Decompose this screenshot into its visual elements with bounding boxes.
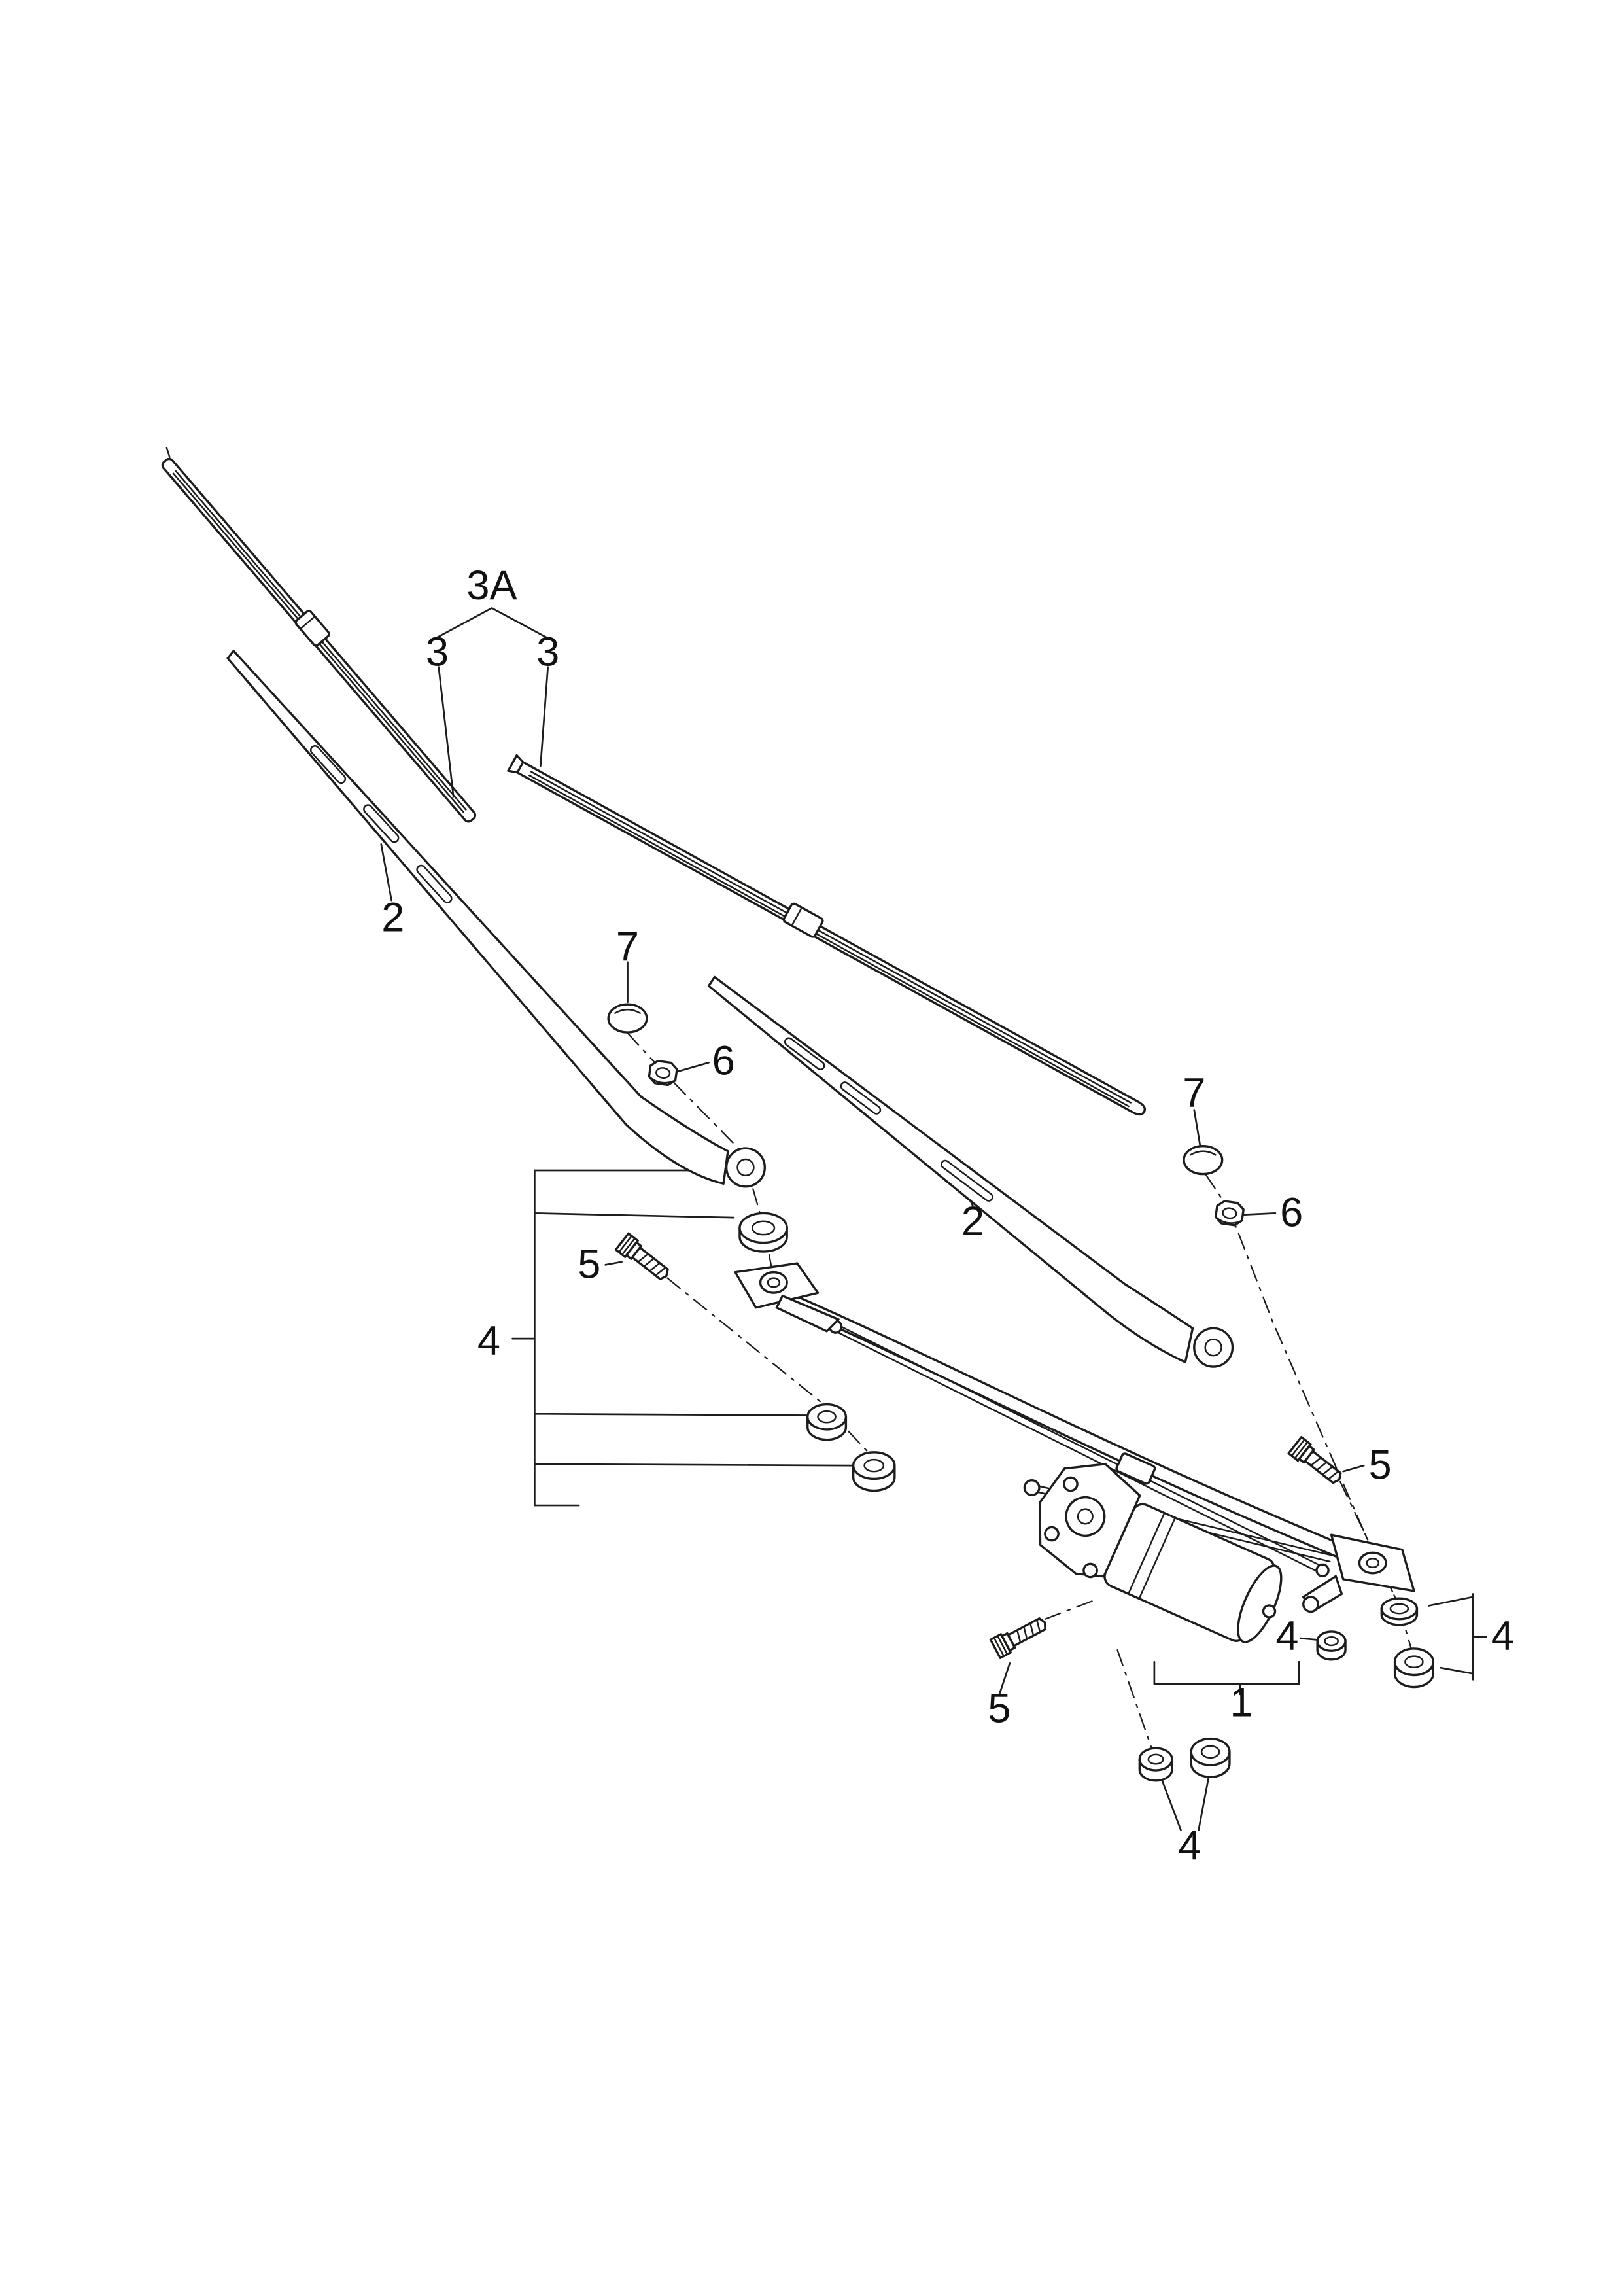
axis-bottom-mounts: [1116, 1649, 1152, 1749]
washer-right: [1380, 1597, 1419, 1626]
leader-6-right: [1243, 1212, 1277, 1216]
callout-5-left[interactable]: 5: [578, 1242, 600, 1288]
leader-7-right: [1193, 1109, 1201, 1146]
bushing-motor-mount: [1316, 1630, 1347, 1661]
callout-7-left[interactable]: 7: [616, 924, 639, 970]
axis-left-pivot: [627, 1032, 774, 1279]
leader-5-bottom: [998, 1662, 1011, 1696]
callout-3a[interactable]: 3A: [466, 563, 517, 608]
diagram-root: 3A 3 3 2 7 6 7 2 6 5 4 5 4 4 1 5 4: [161, 447, 1514, 1869]
bushing-right: [1393, 1647, 1434, 1689]
callout-4-left[interactable]: 4: [477, 1318, 500, 1364]
screw-bottom: [989, 1617, 1046, 1659]
bushing-bottom-left: [1138, 1747, 1173, 1782]
wiper-motor-body: [1039, 1452, 1283, 1643]
leader-5-right: [1342, 1464, 1365, 1473]
callout-4-bottom[interactable]: 4: [1178, 1823, 1201, 1868]
callout-6-right[interactable]: 6: [1280, 1190, 1303, 1236]
screw-right: [1287, 1435, 1342, 1484]
frame-tube: [784, 1290, 1362, 1554]
callout-4-motor[interactable]: 4: [1275, 1613, 1298, 1659]
callout-4-right[interactable]: 4: [1491, 1613, 1514, 1659]
callout-6-left[interactable]: 6: [712, 1038, 735, 1083]
callout-5-bottom[interactable]: 5: [988, 1686, 1011, 1732]
callout-3-left[interactable]: 3: [426, 629, 449, 674]
callout-2-left[interactable]: 2: [381, 895, 404, 941]
bushing-left-upper: [806, 1403, 848, 1441]
nut-right: [1214, 1200, 1245, 1227]
bracket-4-right: [1428, 1593, 1487, 1681]
arm-right-pivot-head: [1193, 1327, 1234, 1368]
callout-5-right[interactable]: 5: [1368, 1442, 1391, 1488]
wiper-blade-left: [161, 447, 477, 823]
callout-3-right[interactable]: 3: [536, 629, 559, 674]
arm-left-slots: [309, 745, 453, 903]
leader-3-right: [540, 666, 549, 767]
wiper-arm-left: [226, 650, 788, 1253]
callout-1[interactable]: 1: [1230, 1680, 1253, 1726]
bushing-left-lower: [852, 1451, 896, 1492]
arm-left-pivot-head: [725, 1147, 767, 1188]
leader-4-motor: [1299, 1637, 1318, 1641]
bracket-1: [1153, 1660, 1300, 1696]
wiper-motor-linkage: [734, 1262, 1415, 1643]
screw-left: [614, 1232, 669, 1280]
wiper-arm-right: [707, 975, 1234, 1368]
leader-6-left: [676, 1061, 710, 1073]
callout-2-right[interactable]: 2: [961, 1199, 984, 1244]
nut-left: [648, 1059, 678, 1087]
arm-right-slots: [784, 1037, 993, 1202]
callout-7-right[interactable]: 7: [1183, 1070, 1205, 1116]
bushing-bottom-right: [1190, 1737, 1231, 1778]
leaders-4-bottom: [1159, 1767, 1211, 1831]
leader-2-left: [380, 843, 392, 902]
cap-left: [607, 1003, 648, 1034]
leader-3-left: [438, 666, 455, 798]
motor-connector: [1115, 1452, 1156, 1485]
right-pivot-housing: [1302, 1533, 1415, 1613]
leader-5-left: [604, 1261, 623, 1266]
arm-left-pivot-washer: [738, 1212, 788, 1253]
brace-3a: [430, 607, 553, 642]
left-pivot-housing: [734, 1262, 840, 1333]
axis-left-screw: [666, 1277, 872, 1456]
wiper-blade-right: [507, 754, 1147, 1116]
drive-rod: [835, 1323, 1325, 1569]
axis-bottom-screw: [1044, 1599, 1096, 1620]
callout-labels: 3A 3 3 2 7 6 7 2 6 5 4 5 4 4 1 5 4: [381, 563, 1514, 1869]
cap-right: [1183, 1145, 1224, 1176]
bracket-4-left: [511, 1169, 853, 1507]
